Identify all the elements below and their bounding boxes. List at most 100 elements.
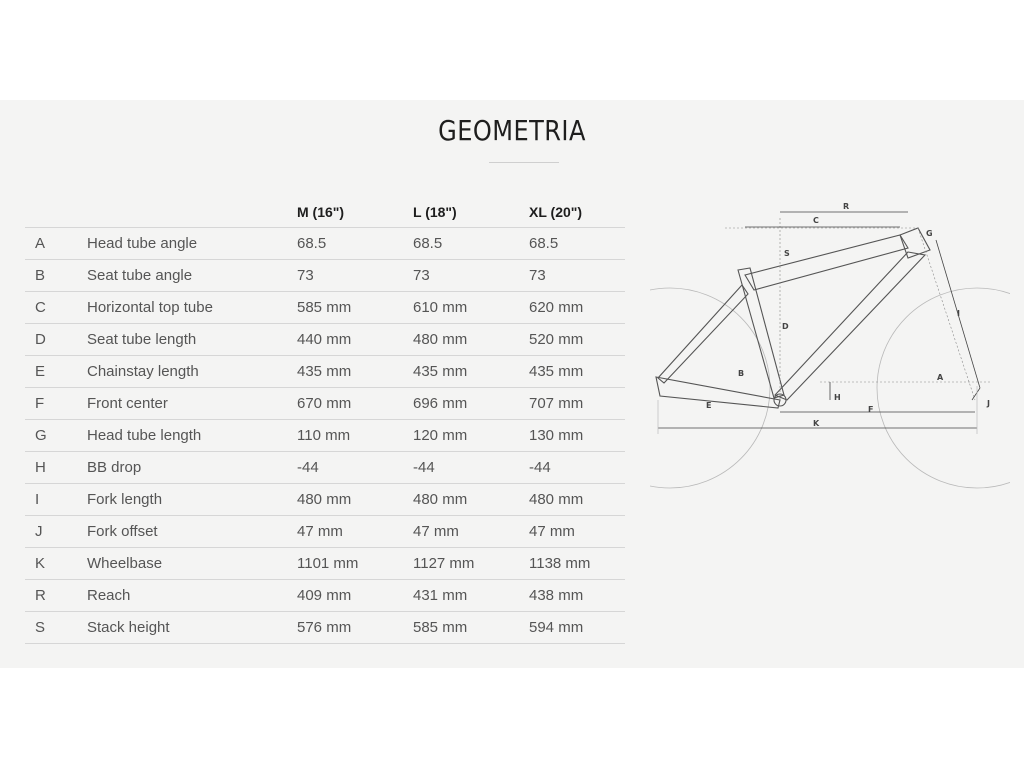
row-code: F <box>25 387 87 420</box>
row-code: I <box>25 483 87 516</box>
row-size-m: 440 mm <box>297 323 413 356</box>
label-s: S <box>784 249 790 258</box>
row-size-m: 576 mm <box>297 611 413 644</box>
label-k: K <box>813 419 820 428</box>
label-g: G <box>926 229 933 238</box>
row-size-l: 1127 mm <box>413 547 529 580</box>
row-size-l: 431 mm <box>413 579 529 612</box>
row-size-l: 480 mm <box>413 483 529 516</box>
label-i: I <box>957 309 960 318</box>
label-j: J <box>986 399 990 408</box>
row-size-l: 68.5 <box>413 227 529 260</box>
header-code <box>25 196 87 228</box>
row-size-l: -44 <box>413 451 529 484</box>
row-code: H <box>25 451 87 484</box>
row-code: C <box>25 291 87 324</box>
row-size-xl: 435 mm <box>529 355 625 388</box>
row-size-m: 68.5 <box>297 227 413 260</box>
label-d: D <box>782 322 789 331</box>
row-size-m: 1101 mm <box>297 547 413 580</box>
table-header-row: M (16") L (18") XL (20") <box>25 196 625 228</box>
chain-stays <box>655 376 781 409</box>
row-code: S <box>25 611 87 644</box>
row-size-xl: 707 mm <box>529 387 625 420</box>
row-name: Fork length <box>87 483 297 516</box>
row-size-l: 480 mm <box>413 323 529 356</box>
row-size-l: 610 mm <box>413 291 529 324</box>
row-size-l: 73 <box>413 259 529 292</box>
row-size-m: 409 mm <box>297 579 413 612</box>
row-size-m: 110 mm <box>297 419 413 452</box>
row-size-xl: -44 <box>529 451 625 484</box>
row-size-l: 435 mm <box>413 355 529 388</box>
row-name: Wheelbase <box>87 547 297 580</box>
page-title: GEOMETRIA <box>438 114 586 147</box>
seat-stays <box>657 284 749 384</box>
rear-wheel-circle <box>650 287 771 489</box>
row-size-xl: 594 mm <box>529 611 625 644</box>
label-c: C <box>813 216 819 225</box>
row-size-m: 73 <box>297 259 413 292</box>
row-size-m: 670 mm <box>297 387 413 420</box>
row-size-m: 47 mm <box>297 515 413 548</box>
row-size-xl: 1138 mm <box>529 547 625 580</box>
header-name <box>87 196 297 228</box>
down-tube <box>774 251 927 401</box>
row-size-l: 696 mm <box>413 387 529 420</box>
row-name: Front center <box>87 387 297 420</box>
row-size-m: -44 <box>297 451 413 484</box>
row-size-xl: 68.5 <box>529 227 625 260</box>
dim-j <box>971 387 981 401</box>
head-tube <box>899 227 931 259</box>
row-name: Seat tube length <box>87 323 297 356</box>
header-size-m: M (16") <box>297 196 413 228</box>
label-a: A <box>937 373 944 382</box>
row-code: D <box>25 323 87 356</box>
title-divider <box>489 162 559 163</box>
bike-geometry-diagram: R C G S I D B A H J E F K <box>650 202 1010 489</box>
row-name: Chainstay length <box>87 355 297 388</box>
front-wheel-circle <box>876 287 1010 489</box>
row-size-m: 480 mm <box>297 483 413 516</box>
row-name: Reach <box>87 579 297 612</box>
row-size-m: 585 mm <box>297 291 413 324</box>
row-name: Head tube angle <box>87 227 297 260</box>
row-name: BB drop <box>87 451 297 484</box>
header-size-l: L (18") <box>413 196 529 228</box>
row-name: Head tube length <box>87 419 297 452</box>
label-h: H <box>834 393 841 402</box>
row-size-xl: 73 <box>529 259 625 292</box>
row-name: Fork offset <box>87 515 297 548</box>
row-code: E <box>25 355 87 388</box>
row-size-xl: 520 mm <box>529 323 625 356</box>
row-name: Stack height <box>87 611 297 644</box>
fork-axis <box>917 227 976 401</box>
row-size-xl: 480 mm <box>529 483 625 516</box>
row-code: A <box>25 227 87 260</box>
row-size-l: 47 mm <box>413 515 529 548</box>
dim-i <box>935 239 981 389</box>
top-tube <box>744 234 909 291</box>
row-name: Seat tube angle <box>87 259 297 292</box>
row-code: R <box>25 579 87 612</box>
label-r: R <box>843 202 849 211</box>
row-size-l: 120 mm <box>413 419 529 452</box>
label-e: E <box>706 401 711 410</box>
row-size-xl: 438 mm <box>529 579 625 612</box>
row-code: B <box>25 259 87 292</box>
row-size-xl: 130 mm <box>529 419 625 452</box>
row-size-m: 435 mm <box>297 355 413 388</box>
header-size-xl: XL (20") <box>529 196 625 228</box>
